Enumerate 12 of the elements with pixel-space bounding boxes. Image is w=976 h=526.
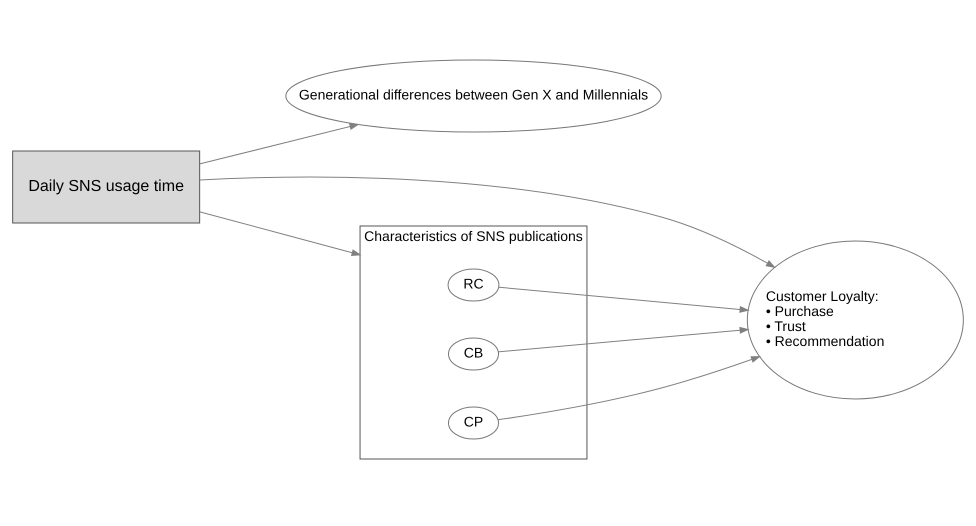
arrow xyxy=(199,176,776,268)
node-ellipse: Customer Loyalty: • Purchase • Trust • Recommendation xyxy=(746,240,964,399)
node-ellipse: Generational differences between Gen X and Millennials xyxy=(285,59,662,132)
node-box: Daily SNS usage time xyxy=(12,150,200,223)
arrow xyxy=(498,356,761,420)
node-ellipse: CB xyxy=(448,336,499,370)
arrow xyxy=(498,326,750,352)
arrow xyxy=(498,286,750,312)
arrow xyxy=(199,122,360,164)
node-ellipse: RC xyxy=(448,268,500,302)
arrow xyxy=(199,210,362,256)
node-ellipse: CP xyxy=(448,406,499,440)
